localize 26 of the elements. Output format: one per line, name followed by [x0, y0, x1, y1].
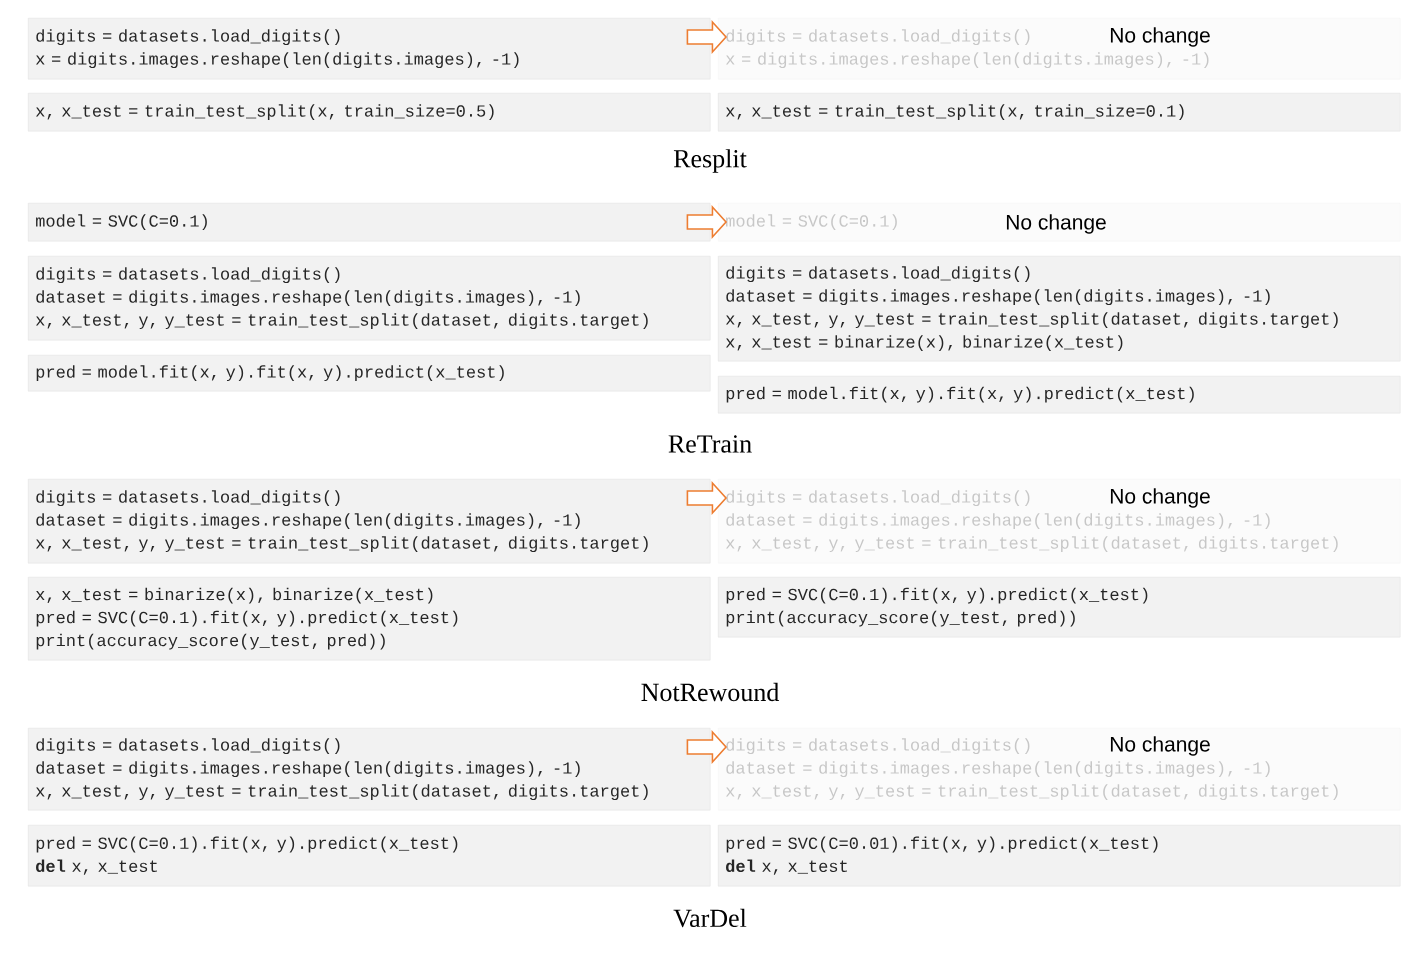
annotation-text: No change [1110, 736, 1210, 756]
code-cell: digits = datasets.load_digits() x = digits.images.reshape(len(digits.images), -1) [28, 18, 711, 80]
block-arrow [686, 480, 728, 516]
section-caption: Resplit [673, 149, 747, 173]
annotation-text: No change [1110, 27, 1210, 47]
code-cell: pred = SVC(C=0.1).fit(x, y).predict(x_test) del x, x_test [28, 825, 711, 887]
code-cell: pred = model.fit(x, y).fit(x, y).predict(x_test) [28, 355, 711, 392]
code-cell: x, x_test = train_test_split(x, train_size=0.5) [28, 93, 711, 132]
code-cell: model = SVC(C=0.1) [28, 203, 711, 242]
code-cell: x, x_test = binarize(x), binarize(x_test) pred = SVC(C=0.1).fit(x, y).predict(x_test) print(accuracy_score(y_test, pred)) [28, 577, 711, 661]
code-cell: digits = datasets.load_digits() dataset = digits.images.reshape(len(digits.images), -1) x, x_test, y, y_test = train_test_split(dataset, digits.target) [28, 728, 711, 811]
block-arrow [686, 19, 728, 55]
annotation-text: No change [1006, 214, 1106, 234]
section-caption: NotRewound [641, 682, 780, 702]
code-cell: pred = SVC(C=0.1).fit(x, y).predict(x_test) print(accuracy_score(y_test, pred)) [718, 577, 1401, 638]
code-cell: x, x_test = train_test_split(x, train_size=0.1) [718, 93, 1401, 132]
section-caption: VarDel [673, 908, 747, 928]
code-cell: pred = SVC(C=0.01).fit(x, y).predict(x_test) del x, x_test [718, 825, 1401, 887]
block-arrow [686, 204, 728, 240]
code-cell: pred = model.fit(x, y).fit(x, y).predict(x_test) [718, 376, 1401, 414]
section-caption: ReTrain [668, 435, 752, 453]
code-cell: digits = datasets.load_digits() dataset = digits.images.reshape(len(digits.images), -1) x, x_test, y, y_test = train_test_split(dataset, digits.target) [28, 479, 711, 564]
annotation-text: No change [1110, 488, 1210, 508]
code-cell: digits = datasets.load_digits() dataset = digits.images.reshape(len(digits.images), -1) x, x_test, y, y_test = train_test_split(dataset, digits.target) x, x_test = binarize(x), binarize(x_test) [718, 256, 1401, 362]
code-cell: digits = datasets.load_digits() dataset = digits.images.reshape(len(digits.images), -1) x, x_test, y, y_test = train_test_split(dataset, digits.target) [28, 256, 711, 341]
block-arrow [686, 729, 728, 765]
